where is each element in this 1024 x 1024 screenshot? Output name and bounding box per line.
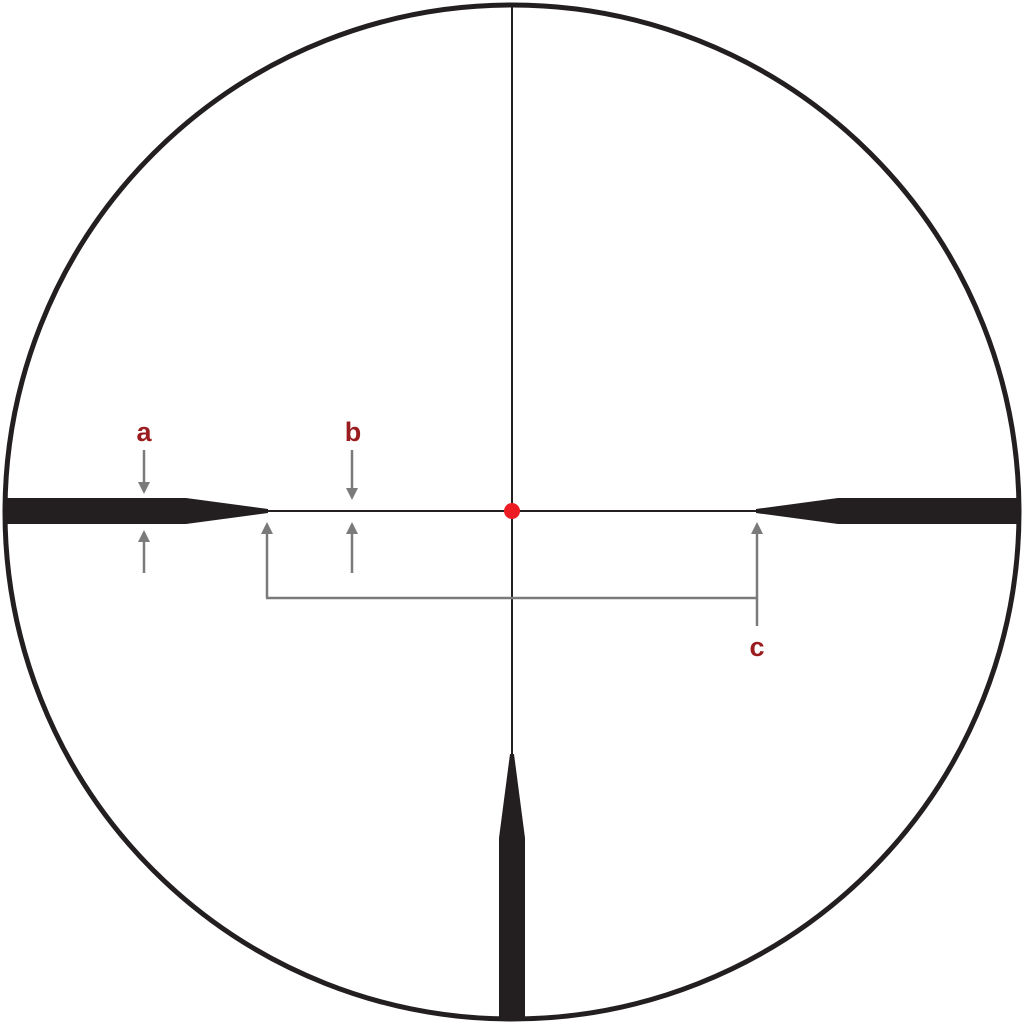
- dimension-a: a: [136, 417, 152, 573]
- left-thick-post: [6, 498, 268, 524]
- label-c: c: [749, 632, 764, 662]
- center-dot: [504, 503, 520, 519]
- label-b: b: [345, 417, 362, 447]
- dimension-c: c: [261, 522, 765, 662]
- bottom-thick-post: [499, 754, 525, 1018]
- dimension-b: b: [345, 417, 362, 573]
- right-thick-post: [756, 498, 1018, 524]
- label-a: a: [136, 417, 152, 447]
